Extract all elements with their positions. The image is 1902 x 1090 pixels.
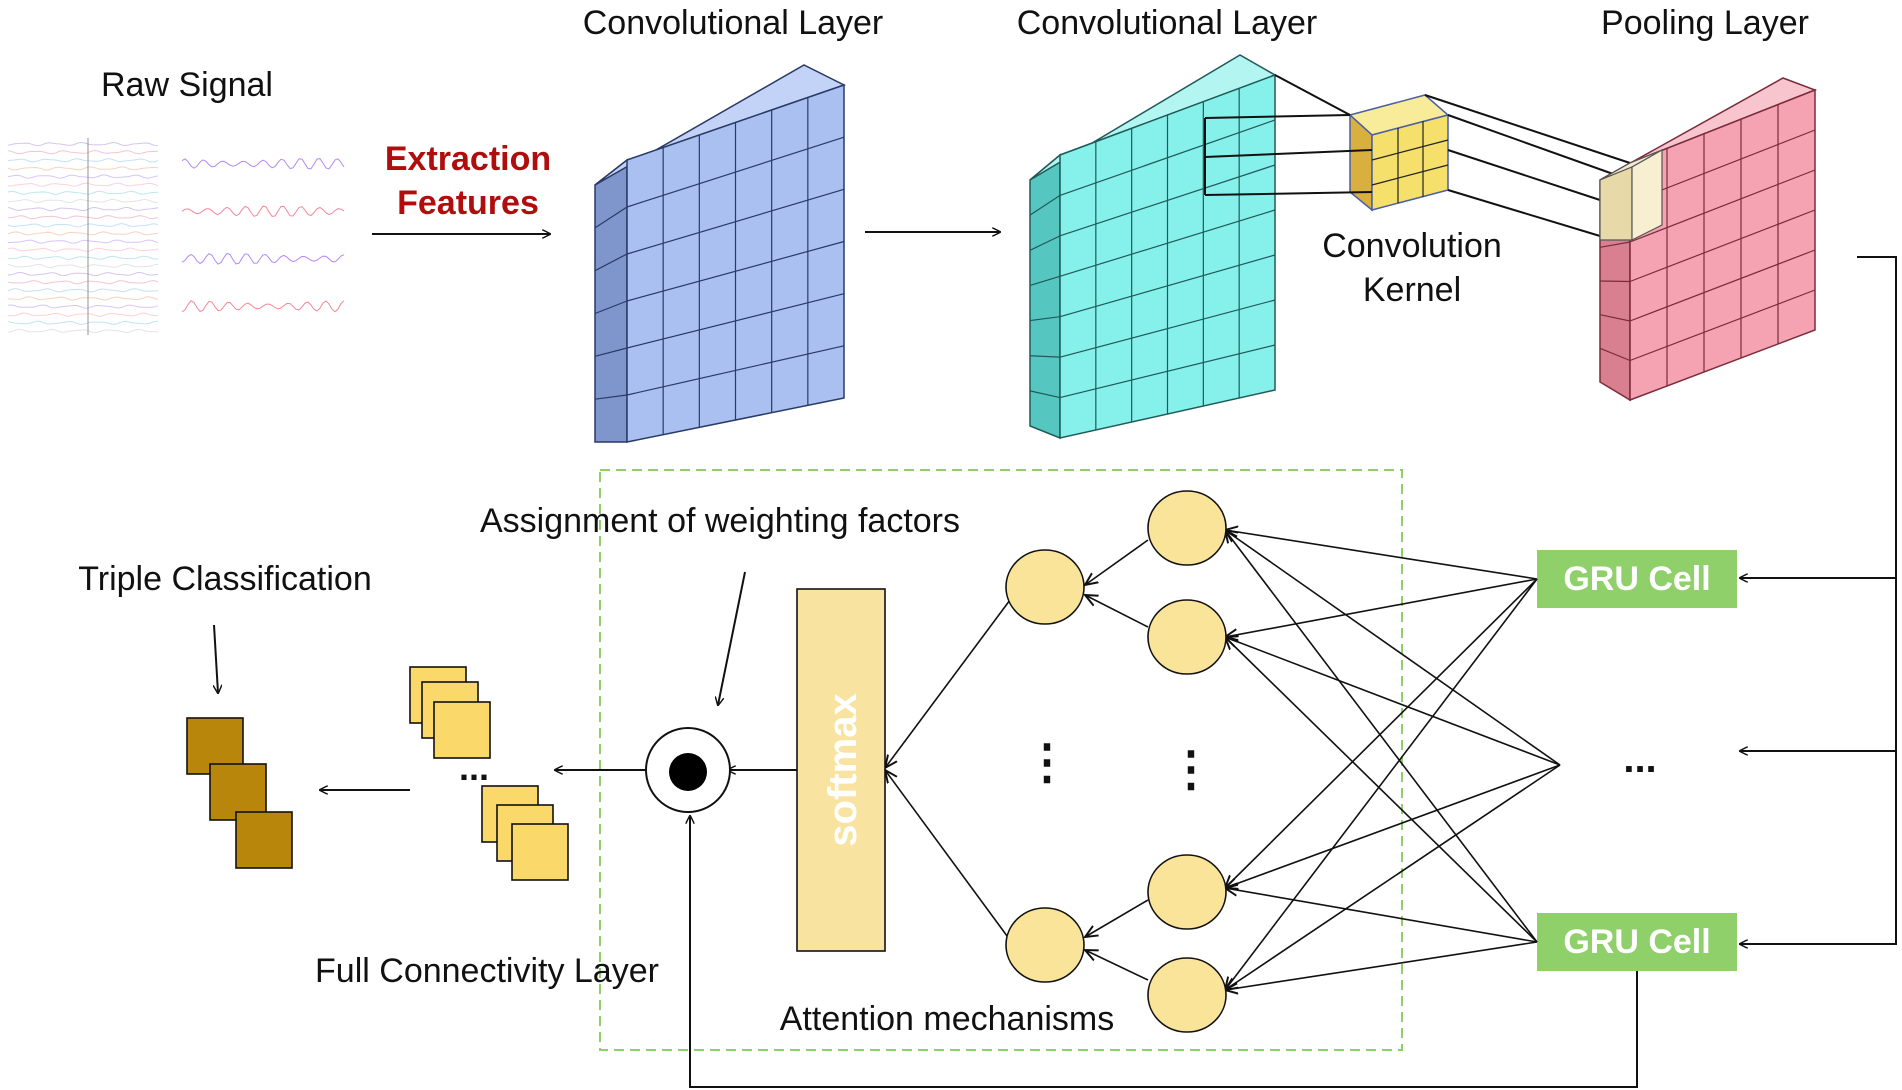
pooled-cell-side: [1599, 166, 1633, 241]
full-connectivity-label: Full Connectivity Layer: [315, 952, 659, 990]
raw-signal-right-traces: [181, 158, 345, 313]
attention-ellipsis-left: ⋮: [1023, 736, 1071, 789]
conv-layer-1-block: [594, 64, 846, 443]
output-square-2: [209, 763, 267, 821]
fc-square-6: [511, 823, 569, 881]
raw-signal-image: [7, 138, 345, 335]
convolution-kernel-label-line2: Kernel: [1363, 271, 1461, 309]
triple-classification-output: [186, 717, 293, 869]
gru-cell-bottom: [1537, 913, 1737, 971]
gru-cell-top-label: GRU Cell: [1563, 560, 1710, 598]
full-connectivity-layer: [409, 666, 569, 881]
assignment-weighting-arrow: [718, 571, 746, 705]
pooling-layer-label: Pooling Layer: [1601, 4, 1809, 42]
attention-nodes: [1005, 490, 1227, 1033]
attention-mechanisms-label: Attention mechanisms: [780, 1000, 1115, 1038]
gru-cell-bottom-label: GRU Cell: [1563, 923, 1710, 961]
conv-layer-2-label: Convolutional Layer: [1017, 4, 1318, 42]
pool-front-face: [1629, 88, 1816, 402]
convolution-kernel-label-line1: Convolution: [1322, 227, 1502, 265]
conv2-grid: [1029, 88, 1276, 430]
attention-node-left-top: [1005, 549, 1085, 625]
attention-ellipsis-right: ⋮: [1167, 743, 1215, 796]
attention-node-left-bottom: [1005, 907, 1085, 983]
attention-node-right-2: [1147, 599, 1227, 675]
kernel-pool-projection-lines: [1424, 94, 1631, 237]
extraction-features-label-line2: Features: [397, 184, 539, 222]
attention-node-right-3: [1147, 854, 1227, 930]
pooling-layer-block: [1599, 77, 1818, 402]
conv-layer-1-label: Convolutional Layer: [583, 4, 884, 42]
gru-cell-top: [1537, 550, 1737, 608]
fc-ellipsis: ...: [459, 747, 489, 788]
raw-signal-left-traces: [7, 138, 159, 335]
output-square-3: [235, 811, 293, 869]
conv2-kernel-projection-lines: [1204, 74, 1373, 196]
conv1-grid: [594, 97, 845, 435]
triple-classification-label: Triple Classification: [78, 560, 372, 598]
softmax-label: softmax: [821, 693, 865, 846]
pooled-cell-front: [1631, 148, 1663, 241]
raw-signal-label: Raw Signal: [101, 66, 273, 104]
weighting-node-dot: [669, 753, 707, 791]
attention-inner-links: [1085, 539, 1149, 981]
attention-mechanisms-region: [599, 469, 1403, 1051]
conv1-side-face: [594, 158, 628, 443]
attention-to-softmax-links: [885, 599, 1011, 941]
attention-node-right-4: [1147, 957, 1227, 1033]
extraction-features-label-line1: Extraction: [385, 140, 551, 178]
gru-to-attention-links: [1225, 530, 1561, 990]
fc-square-3: [433, 701, 491, 759]
gru-skip-connection: [690, 816, 1638, 1088]
conv-layer-2-block: [1029, 54, 1277, 440]
gru-ellipsis: ...: [1623, 737, 1656, 781]
pool-to-gru-bus: [1740, 256, 1897, 944]
triple-classification-arrow: [213, 624, 218, 693]
assignment-weighting-label: Assignment of weighting factors: [480, 502, 960, 540]
conv2-side-face: [1029, 153, 1061, 440]
attention-node-right-1: [1147, 490, 1227, 566]
